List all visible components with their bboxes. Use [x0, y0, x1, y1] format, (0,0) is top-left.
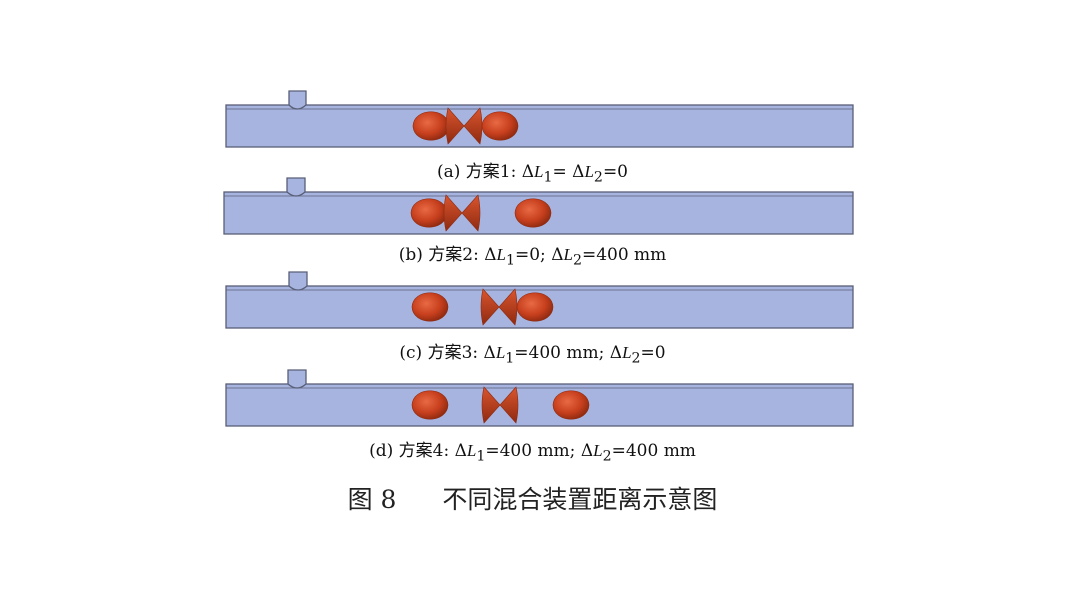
bowtie-mixer-b — [443, 194, 481, 232]
sub-2: 2 — [593, 169, 603, 186]
value-1: =400 mm; — [514, 343, 605, 363]
sphere-mixer-a2 — [481, 111, 519, 141]
scheme-label: 方案4: — [398, 441, 450, 461]
caption-d: (d) 方案4: ΔL1=400 mm; ΔL2=400 mm — [0, 436, 1065, 464]
value-2: =0 — [602, 162, 628, 182]
sub-2: 2 — [572, 252, 582, 269]
var-L1: L — [495, 343, 506, 362]
var-L1: L — [496, 245, 506, 264]
bowtie-mixer-a — [445, 107, 483, 145]
pipe-a — [225, 104, 854, 148]
sub-1: 1 — [505, 252, 515, 269]
figure-title: 图 8 不同混合装置距离示意图 — [0, 480, 1065, 516]
inlet-port-a — [288, 90, 307, 110]
pipe-diagram-a — [225, 90, 854, 148]
var-L1: L — [466, 441, 477, 460]
sphere-mixer-d1 — [411, 390, 449, 420]
var-L2: L — [563, 245, 573, 264]
delta-1: Δ — [454, 441, 467, 461]
sphere-mixer-c2 — [516, 292, 554, 322]
scheme-label: 方案1: — [465, 162, 517, 182]
caption-a: (a) 方案1: ΔL1= ΔL2=0 — [0, 157, 1065, 185]
sub-1: 1 — [505, 350, 515, 367]
caption-c: (c) 方案3: ΔL1=400 mm; ΔL2=0 — [0, 338, 1065, 366]
value-1: = — [552, 162, 567, 182]
delta-2: Δ — [580, 441, 594, 461]
sphere-mixer-c1 — [411, 292, 449, 322]
sub-1: 1 — [476, 448, 486, 465]
pipe-diagram-b — [223, 177, 854, 235]
figure-number: 图 8 — [347, 485, 397, 514]
value-2: =400 mm — [611, 441, 696, 461]
bowtie-mixer-c — [480, 288, 518, 326]
inlet-port-d — [287, 369, 307, 389]
caption-b: (b) 方案2: ΔL1=0; ΔL2=400 mm — [0, 240, 1065, 268]
panel-label: (c) — [399, 343, 423, 363]
delta-2: Δ — [551, 245, 564, 265]
panel-a: (a) 方案1: ΔL1= ΔL2=0 — [0, 85, 1065, 185]
delta-1: Δ — [484, 245, 497, 265]
var-L1: L — [534, 162, 544, 181]
sphere-mixer-d2 — [552, 390, 590, 420]
panel-c: (c) 方案3: ΔL1=400 mm; ΔL2=0 — [0, 266, 1065, 366]
var-L2: L — [584, 162, 594, 181]
panel-b: (b) 方案2: ΔL1=0; ΔL2=400 mm — [0, 172, 1065, 272]
sphere-mixer-b1 — [410, 198, 448, 228]
panel-d: (d) 方案4: ΔL1=400 mm; ΔL2=400 mm — [0, 364, 1065, 464]
value-2: =400 mm — [581, 245, 667, 265]
sub-2: 2 — [631, 350, 641, 367]
delta-1: Δ — [521, 162, 535, 182]
sub-1: 1 — [543, 169, 553, 186]
scheme-label: 方案3: — [427, 343, 479, 363]
inlet-port-b — [286, 177, 306, 197]
panel-label: (a) — [436, 162, 461, 182]
pipe-diagram-d — [225, 369, 854, 427]
inlet-port-c — [288, 271, 308, 291]
value-1: =400 mm; — [485, 441, 576, 461]
sub-2: 2 — [602, 448, 612, 465]
delta-2: Δ — [609, 343, 623, 363]
pipe-diagram-c — [225, 271, 854, 329]
sphere-mixer-b2 — [514, 198, 552, 228]
pipe-d — [225, 383, 854, 427]
delta-1: Δ — [483, 343, 496, 363]
panel-label: (d) — [369, 441, 394, 461]
value-2: =0 — [640, 343, 666, 363]
panel-label: (b) — [398, 245, 423, 265]
figure-caption: 不同混合装置距离示意图 — [442, 485, 718, 514]
bowtie-mixer-d — [481, 386, 519, 424]
sphere-mixer-a1 — [412, 111, 450, 141]
var-L2: L — [593, 441, 603, 460]
var-L2: L — [622, 343, 632, 362]
scheme-label: 方案2: — [428, 245, 479, 265]
delta-2: Δ — [572, 162, 585, 182]
value-1: =0; — [514, 245, 546, 265]
